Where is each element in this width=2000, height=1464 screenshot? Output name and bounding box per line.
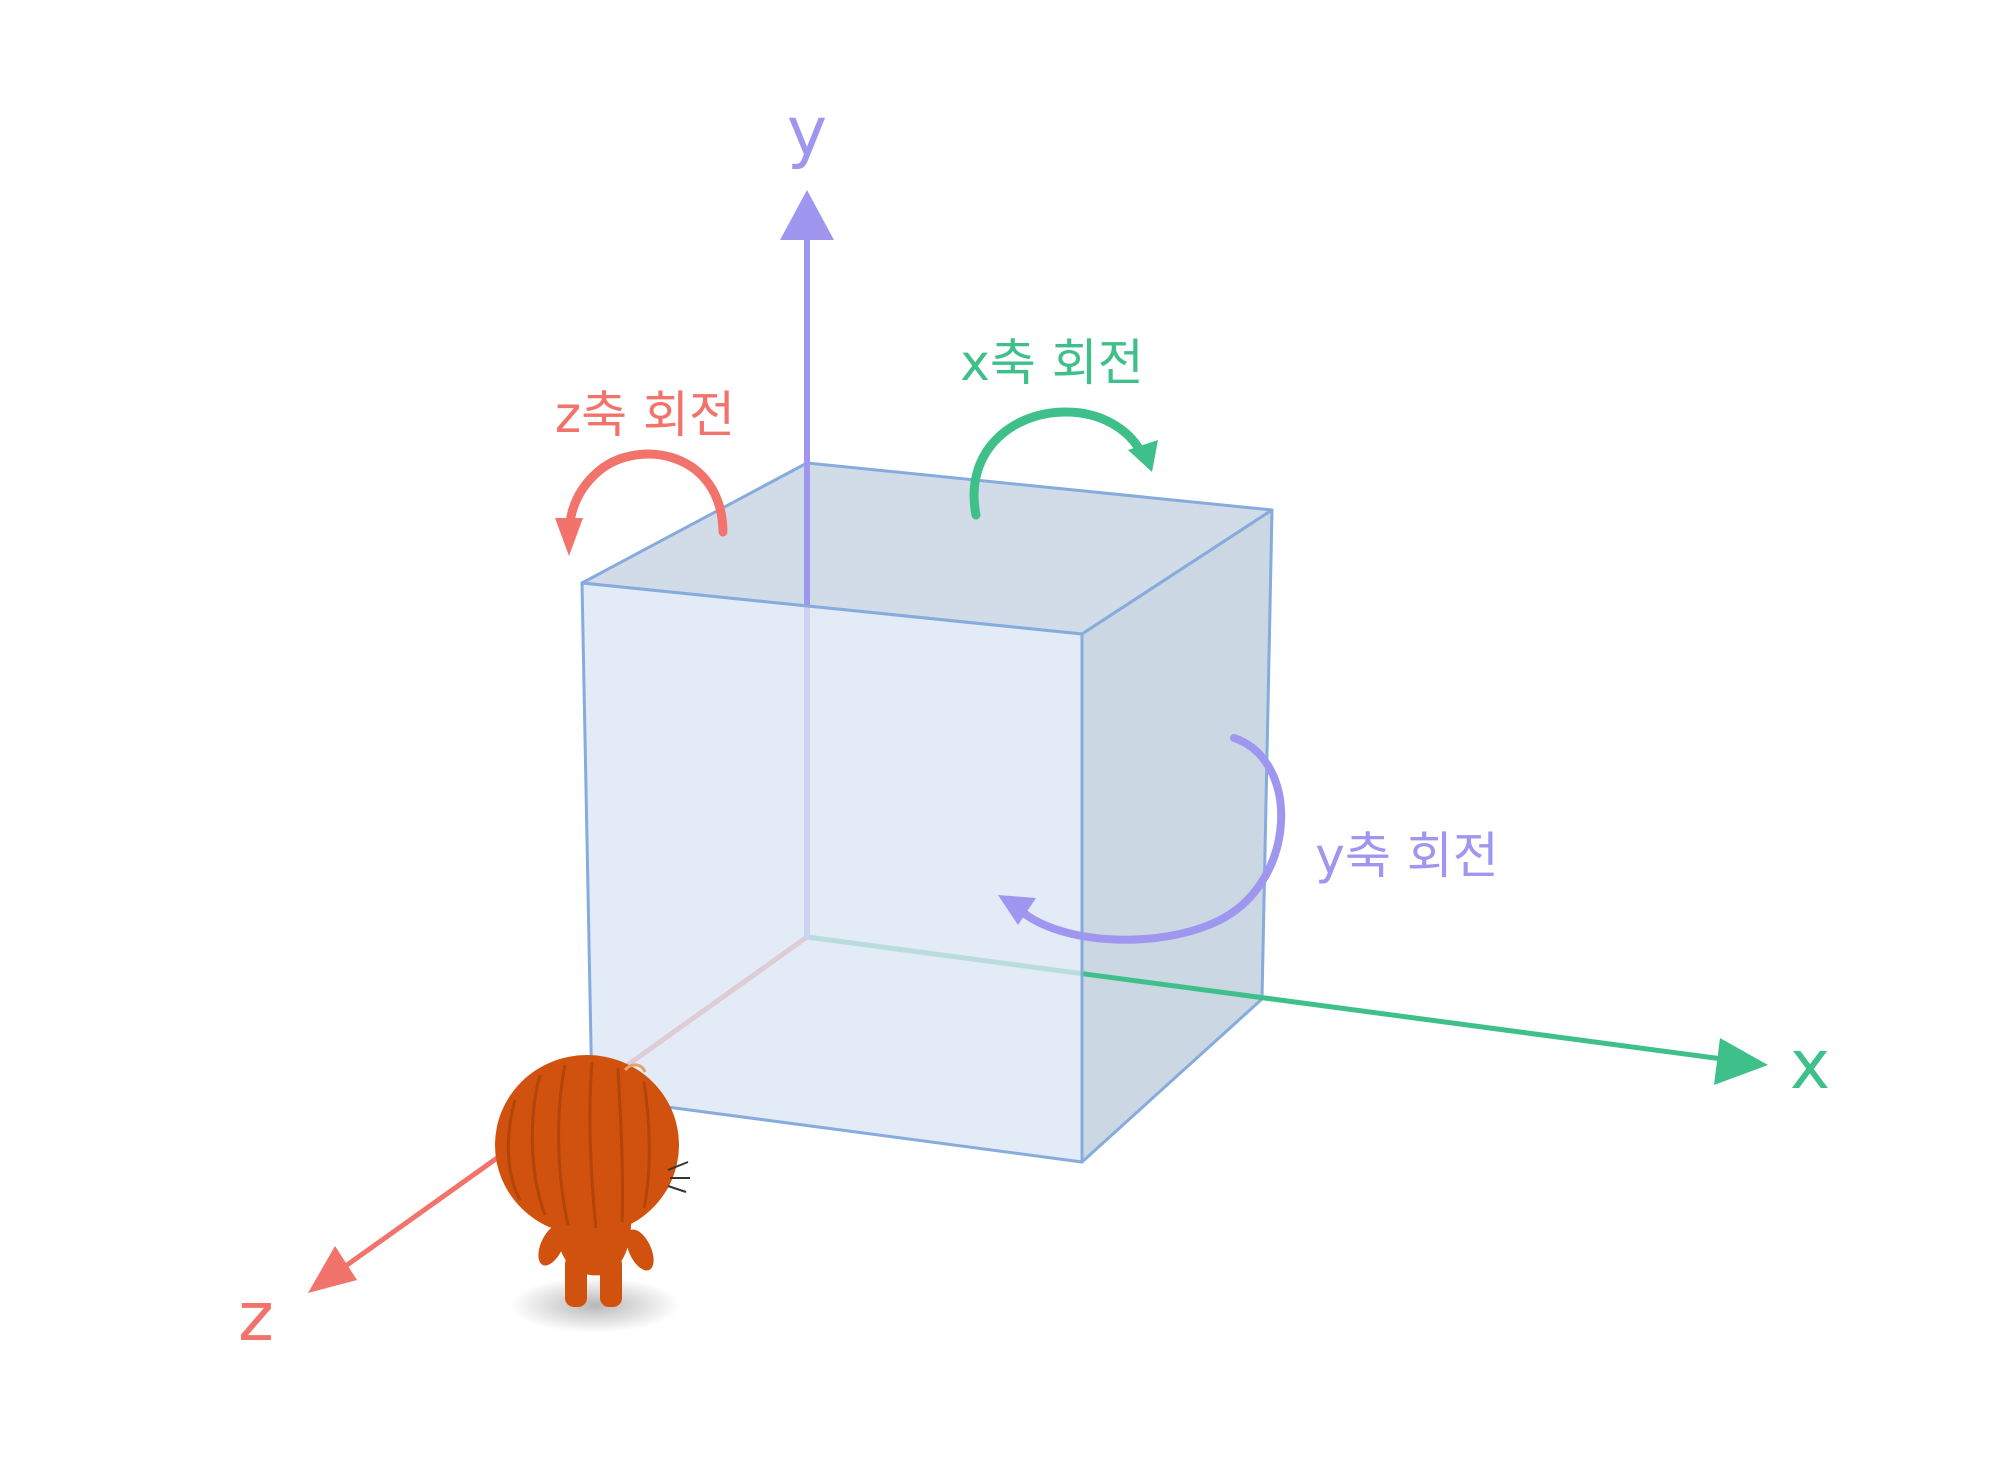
character-whiskers <box>667 1161 690 1193</box>
character-left-arm <box>538 1224 566 1266</box>
z-rotation-label: z축 회전 <box>555 386 735 444</box>
z-rotation-arc <box>564 449 728 537</box>
y-axis-arrowhead <box>780 190 834 240</box>
y-rotation-arrow <box>998 734 1286 944</box>
x-rotation-arrow <box>969 407 1158 520</box>
character-shadow <box>510 1277 680 1333</box>
y-rotation-label: y축 회전 <box>1315 827 1498 885</box>
x-rotation-arrowhead <box>1128 440 1158 472</box>
y-rotation-arc <box>1016 734 1286 944</box>
z-axis-label: z <box>238 1278 274 1357</box>
character-head <box>495 1055 679 1235</box>
x-axis-arrowhead <box>1714 1038 1768 1085</box>
x-rotation-label: x축 회전 <box>960 334 1143 392</box>
x-rotation-arc <box>969 407 1147 520</box>
cube-front-face <box>580 581 1084 1164</box>
y-axis-label: y <box>787 93 827 172</box>
z-rotation-arrowhead <box>555 518 583 556</box>
character-right-arm <box>626 1229 654 1271</box>
z-axis-arrowhead <box>308 1246 357 1293</box>
z-rotation-arrow <box>555 449 728 556</box>
x-axis-label: x <box>1790 1026 1830 1105</box>
y-rotation-arrowhead <box>998 895 1036 925</box>
character-icon <box>495 1055 690 1333</box>
